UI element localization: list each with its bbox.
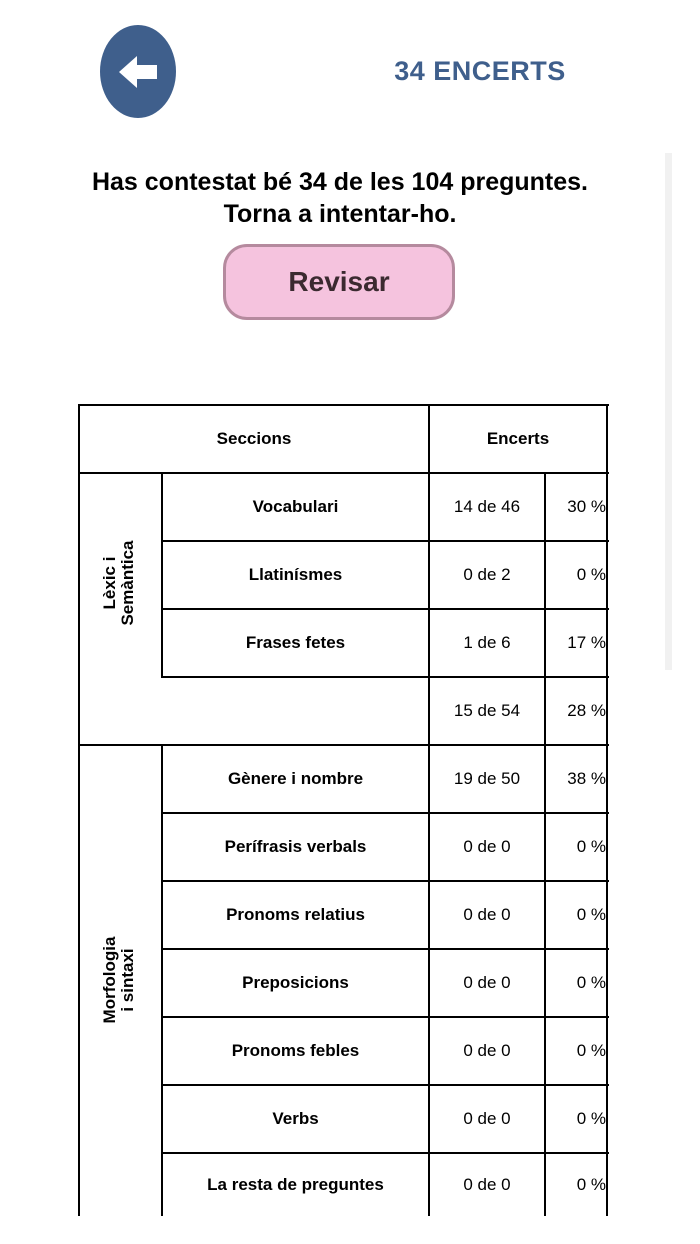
row-percent: 0 % (576, 1109, 606, 1128)
row-name: Perífrasis verbals (224, 837, 367, 856)
group-total-count: 15 de 54 (453, 701, 521, 720)
row-percent: 0 % (576, 565, 606, 584)
row-percent: 0 % (576, 837, 606, 856)
back-button[interactable] (100, 25, 176, 118)
row-name: Verbs (272, 1109, 319, 1128)
row-name: Pronoms relatius (226, 905, 365, 924)
result-message-line2: Torna a intentar-ho. (223, 200, 457, 228)
row-name: Frases fetes (245, 633, 346, 652)
row-percent: 0 % (576, 1175, 606, 1194)
row-count: 0 de 0 (463, 1041, 511, 1060)
row-count: 0 de 0 (463, 1175, 511, 1194)
row-count: 0 de 0 (463, 837, 511, 856)
row-name: Pronoms febles (231, 1041, 360, 1060)
result-message: Has contestat bé 34 de les 104 preguntes… (40, 166, 640, 230)
score-counter: 34 ENCERTS (394, 56, 566, 86)
group-label-morfologia: Morfologia i sintaxi (100, 936, 137, 1024)
row-name: Llatinísmes (248, 565, 343, 584)
row-name: Vocabulari (252, 497, 339, 516)
row-percent: 30 % (567, 497, 606, 516)
review-button[interactable]: Revisar (223, 244, 455, 320)
row-name: La resta de preguntes (207, 1175, 384, 1194)
group-label-lexic: Lèxic i Semàntica (100, 540, 137, 626)
row-percent: 17 % (567, 633, 606, 652)
row-percent: 0 % (576, 1041, 606, 1060)
group-total-percent: 28 % (567, 701, 606, 720)
row-count: 1 de 6 (463, 633, 511, 652)
row-count: 19 de 50 (453, 769, 521, 788)
row-percent: 0 % (576, 973, 606, 992)
row-percent: 38 % (567, 769, 606, 788)
arrow-left-icon (119, 55, 157, 88)
scrollbar[interactable] (665, 153, 672, 670)
row-name: Gènere i nombre (227, 769, 364, 788)
row-count: 0 de 0 (463, 1109, 511, 1128)
row-count: 0 de 0 (463, 973, 511, 992)
row-name: Preposicions (242, 973, 349, 992)
row-count: 0 de 2 (463, 565, 511, 584)
header-sections: Seccions (216, 429, 292, 448)
row-count: 14 de 46 (453, 497, 521, 516)
result-message-line1: Has contestat bé 34 de les 104 preguntes… (91, 168, 589, 196)
header-hits: Encerts (486, 429, 550, 448)
row-count: 0 de 0 (463, 905, 511, 924)
row-percent: 0 % (576, 905, 606, 924)
